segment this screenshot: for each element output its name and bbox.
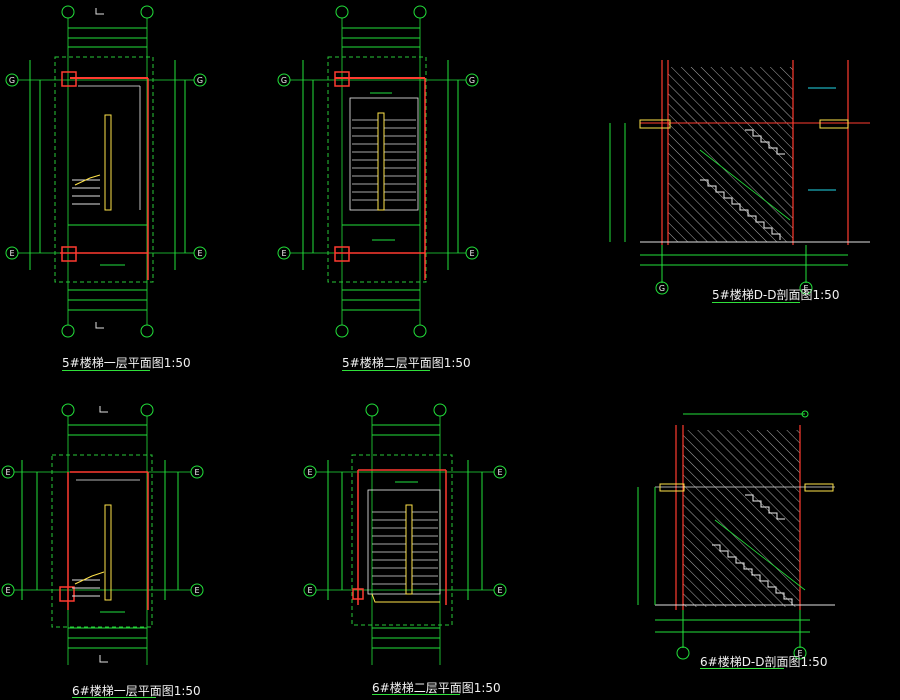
axis-label-e: E bbox=[307, 468, 312, 477]
title-underline bbox=[712, 302, 800, 303]
axis-label-e: E bbox=[5, 586, 10, 595]
axis-label-e: E bbox=[194, 586, 199, 595]
drawing-title-5-section: 5#楼梯D-D剖面图1:50 bbox=[712, 288, 840, 302]
drawing-title-6-section: 6#楼梯D-D剖面图1:50 bbox=[700, 655, 828, 669]
axis-bubble bbox=[676, 646, 690, 660]
axis-label-g: G bbox=[469, 76, 475, 85]
axis-bubble bbox=[413, 324, 427, 338]
axis-bubble bbox=[799, 281, 813, 295]
drawing-title-6-floor-1: 6#楼梯一层平面图1:50 bbox=[72, 684, 201, 698]
axis-label-g: G bbox=[9, 76, 15, 85]
axis-label-e: E bbox=[5, 468, 10, 477]
axis-label-e: E bbox=[307, 586, 312, 595]
axis-bubble bbox=[433, 403, 447, 417]
axis-bubble bbox=[140, 5, 154, 19]
axis-bubble bbox=[61, 5, 75, 19]
axis-label-e: E bbox=[469, 249, 474, 258]
plan-6-floor-2 bbox=[303, 403, 507, 665]
axis-bubble bbox=[61, 324, 75, 338]
title-underline bbox=[700, 668, 784, 669]
drawing-title-5-floor-2: 5#楼梯二层平面图1:50 bbox=[342, 356, 471, 370]
axis-bubble bbox=[413, 5, 427, 19]
axis-bubble bbox=[335, 324, 349, 338]
axis-bubble bbox=[140, 403, 154, 417]
plan-5-floor-2 bbox=[277, 5, 479, 338]
axis-bubble bbox=[335, 5, 349, 19]
axis-label-e: E bbox=[497, 468, 502, 477]
section-6-dd bbox=[637, 410, 835, 660]
axis-bubble bbox=[793, 646, 807, 660]
axis-label-e: E bbox=[803, 284, 808, 293]
title-underline bbox=[62, 370, 150, 371]
axis-bubble bbox=[61, 403, 75, 417]
axis-bubble bbox=[365, 403, 379, 417]
axis-label-e: E bbox=[281, 249, 286, 258]
axis-label-e: E bbox=[497, 586, 502, 595]
axis-label-e: E bbox=[797, 649, 802, 658]
axis-label-e: E bbox=[197, 249, 202, 258]
section-5-dd bbox=[609, 60, 870, 295]
axis-label-e: E bbox=[9, 249, 14, 258]
drawing-title-5-floor-1: 5#楼梯一层平面图1:50 bbox=[62, 356, 191, 370]
axis-label-e: E bbox=[194, 468, 199, 477]
title-underline bbox=[72, 697, 156, 698]
title-underline bbox=[342, 370, 430, 371]
title-underline bbox=[372, 694, 460, 695]
axis-bubble bbox=[140, 324, 154, 338]
axis-bubble bbox=[801, 410, 809, 418]
plan-6-floor-1 bbox=[1, 403, 204, 665]
drawing-title-6-floor-2: 6#楼梯二层平面图1:50 bbox=[372, 681, 501, 695]
axis-label-g: G bbox=[659, 284, 665, 293]
axis-label-g: G bbox=[281, 76, 287, 85]
plan-5-floor-1 bbox=[5, 5, 207, 338]
axis-label-g: G bbox=[197, 76, 203, 85]
axis-bubble bbox=[655, 281, 669, 295]
